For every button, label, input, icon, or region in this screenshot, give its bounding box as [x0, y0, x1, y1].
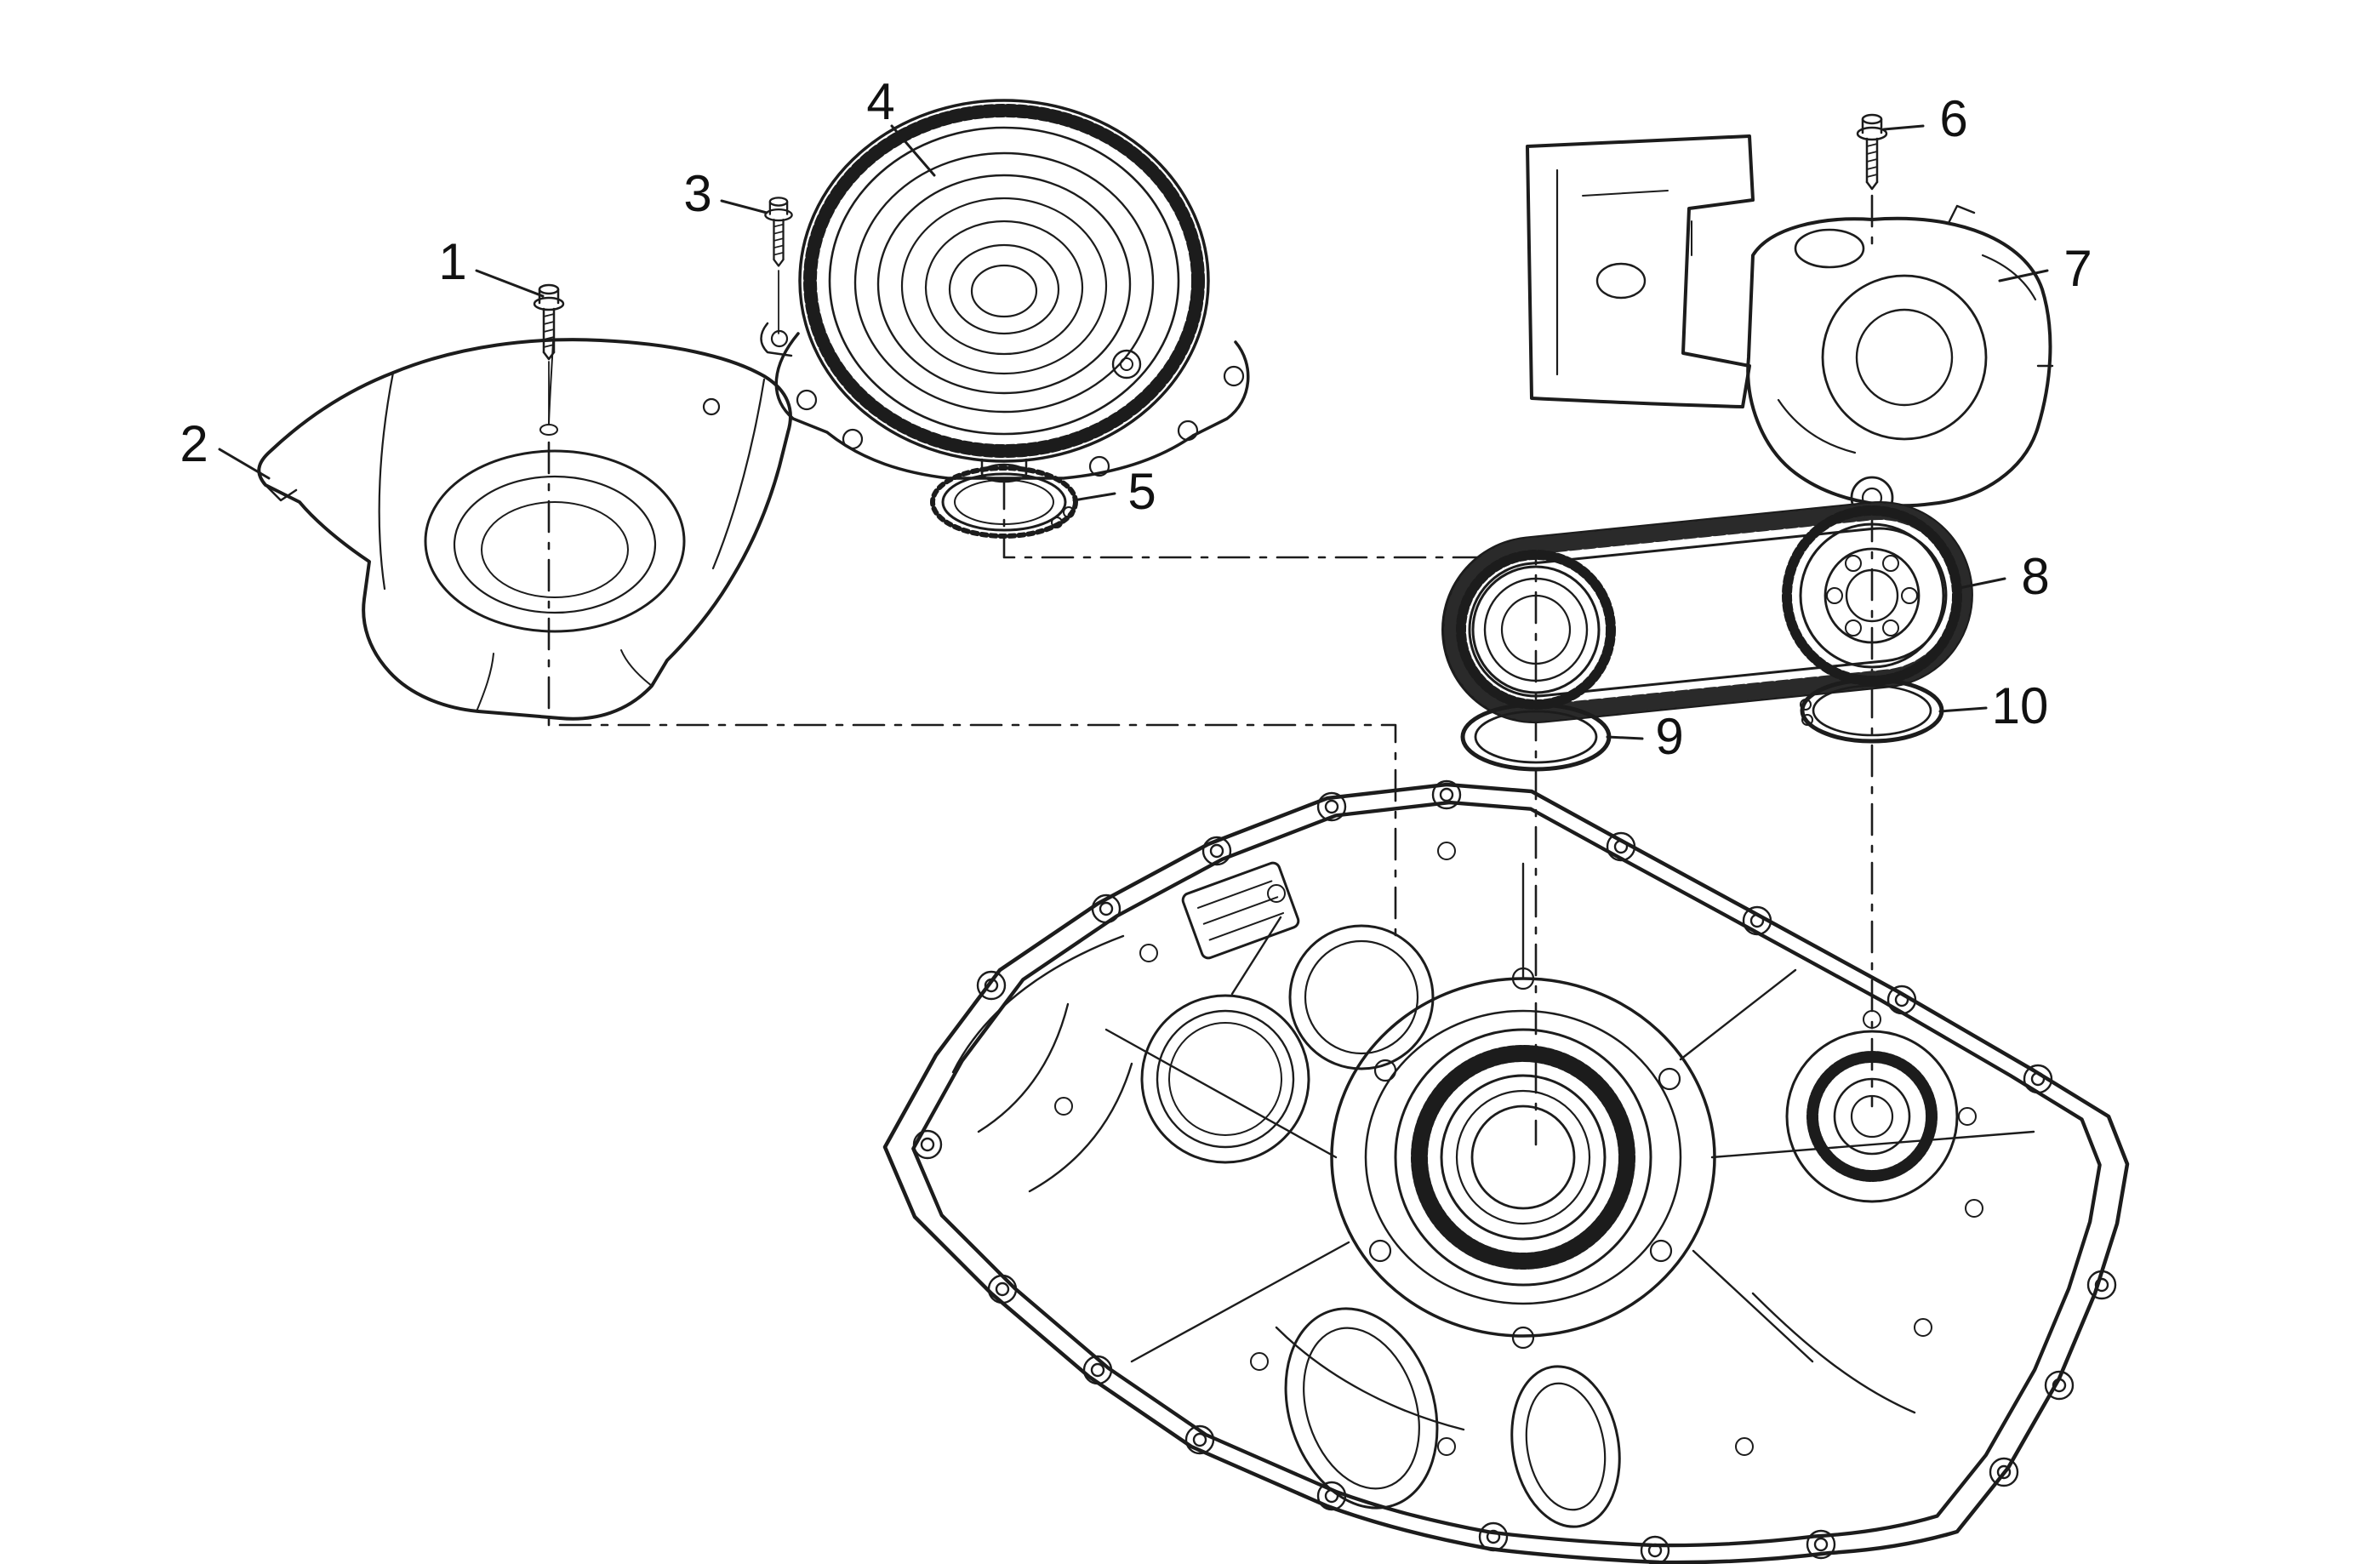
callout-6-label: 6 — [1939, 90, 1968, 147]
callout-2-label: 2 — [180, 415, 208, 472]
case-right-bore — [1785, 1010, 1977, 1203]
case-connector-block — [1181, 861, 1300, 960]
callout-9-leader — [1606, 735, 1644, 740]
case-ribs — [951, 862, 2035, 1431]
part-2-shield-icon — [257, 338, 792, 721]
case-oval-openings — [1284, 1307, 1621, 1528]
callout-6-leader — [1882, 124, 1925, 131]
case-small-bosses — [1054, 842, 1983, 1456]
part-3-bolt-icon — [764, 197, 793, 334]
part-4-sprocket-assembly-icon — [760, 99, 1250, 483]
callout-4-leader — [890, 124, 936, 177]
callout-1-leader — [475, 269, 545, 298]
callout-leader-lines — [218, 124, 2049, 740]
axis-shield-to-case — [547, 441, 1397, 948]
callout-1-label: 1 — [438, 233, 467, 290]
callout-5-leader — [1072, 492, 1116, 502]
part-5-snap-ring-icon — [930, 465, 1078, 539]
callout-2-leader — [218, 448, 271, 480]
axis-sprocket-to-case — [1002, 477, 1538, 1146]
part-8-drive-chain-icon — [1441, 500, 1973, 724]
transmission-case-icon — [882, 779, 2130, 1564]
callout-8-label: 8 — [2021, 548, 2050, 605]
callout-10-leader — [1938, 706, 1988, 713]
callout-3-leader — [720, 199, 768, 214]
part-7-oil-pump-icon — [1526, 134, 2054, 520]
callout-7-leader — [1998, 269, 2049, 283]
case-left-bores — [1140, 924, 1435, 1164]
callout-3-label: 3 — [683, 165, 712, 222]
assembly-axis-lines — [547, 194, 1874, 1146]
callout-8-leader — [1954, 577, 2006, 591]
callout-7-label: 7 — [2063, 240, 2092, 297]
callout-9-label: 9 — [1655, 708, 1684, 765]
callout-4-label: 4 — [866, 73, 895, 130]
case-central-bore — [1330, 967, 1716, 1350]
callout-5-label: 5 — [1127, 463, 1156, 520]
callout-10-label: 10 — [1991, 677, 2049, 734]
part-6-bolt-icon — [1856, 113, 1888, 191]
